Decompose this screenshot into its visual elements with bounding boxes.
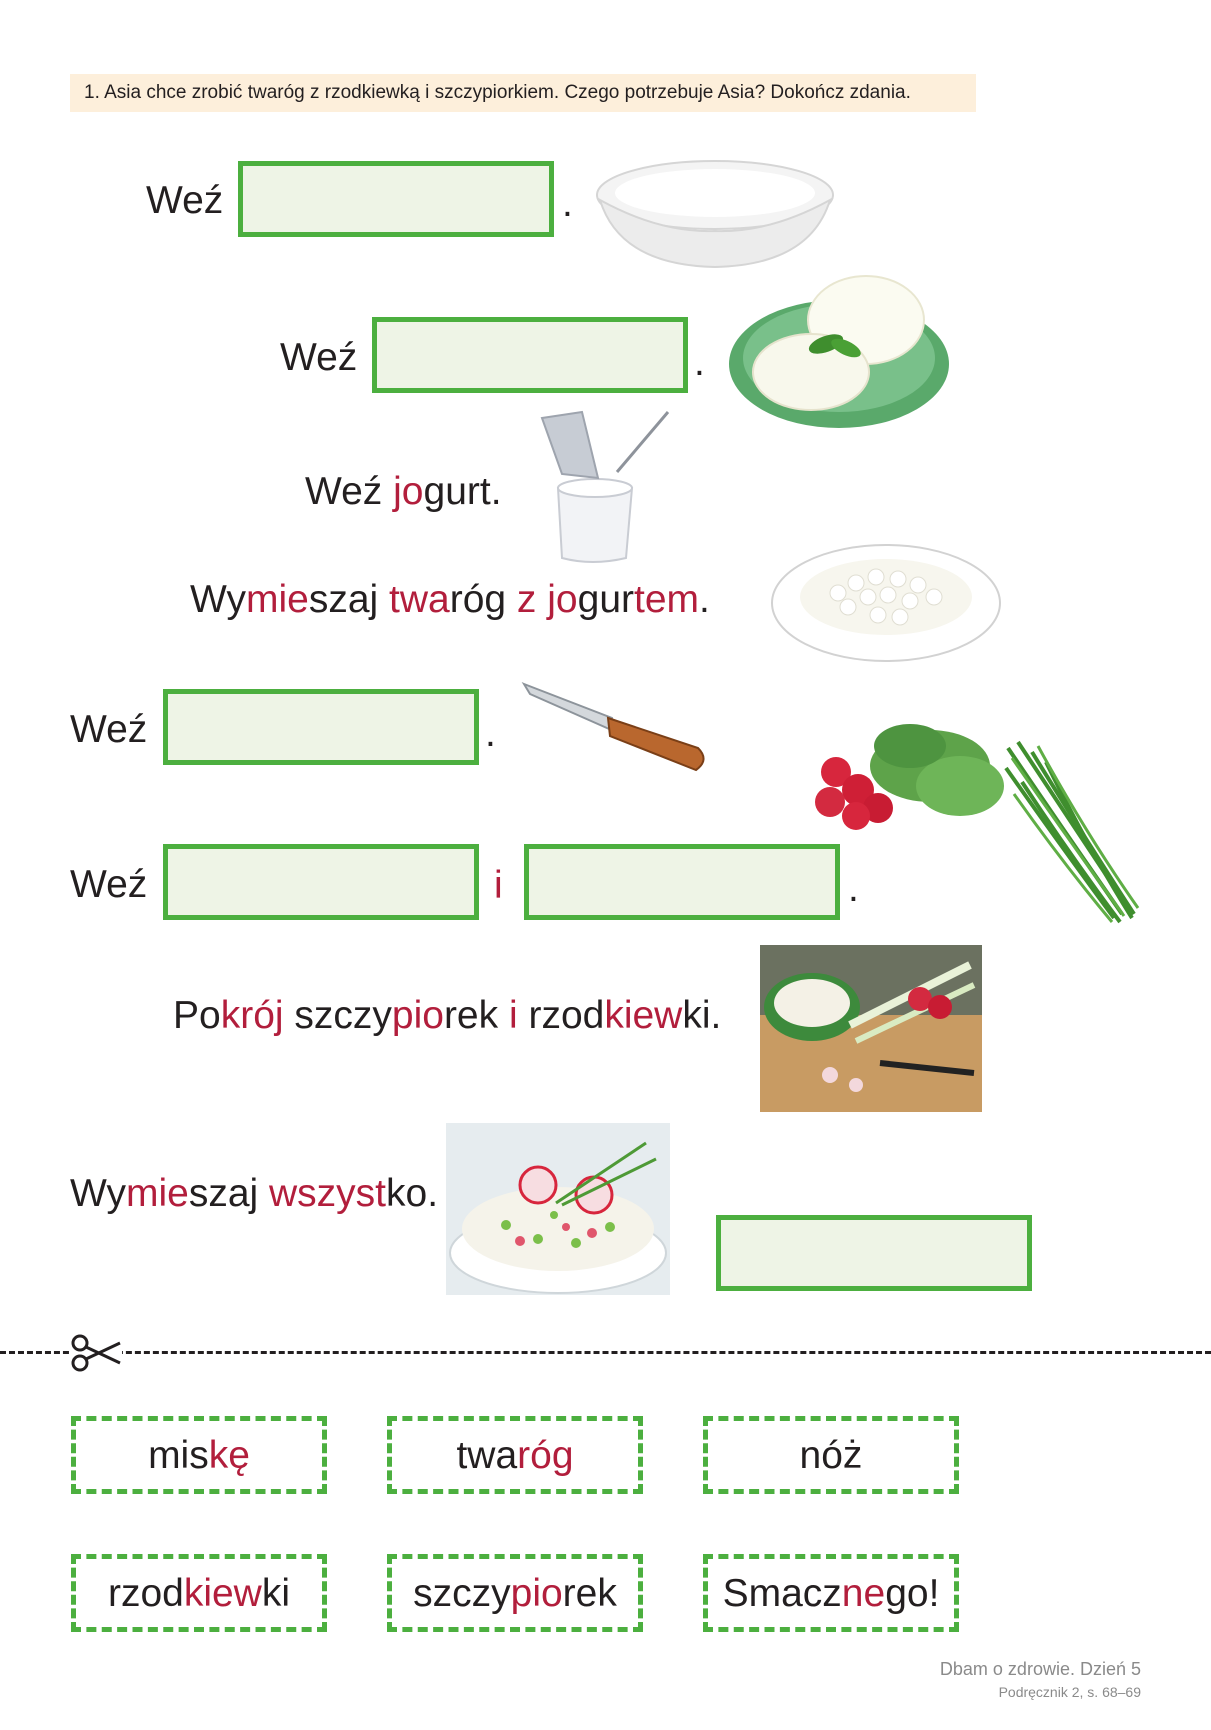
sentence-7: Pokrój szczypiorek i rzodkiewki. — [173, 996, 721, 1035]
word-card-part: kiew — [183, 1571, 262, 1615]
sentence-4-part: tem — [634, 578, 700, 621]
word-card-part: róg — [517, 1433, 574, 1477]
word-card-part: go! — [885, 1571, 940, 1615]
sentence-8-part: mie — [125, 1172, 189, 1215]
sentence-4-part: róg — [449, 578, 517, 621]
sentence-4-part: z — [516, 578, 548, 621]
word-card-part: pio — [510, 1571, 563, 1615]
word-card-part: szczy — [413, 1571, 511, 1615]
answer-box-2[interactable] — [372, 317, 688, 393]
footer-title: Dbam o zdrowie. Dzień 5 — [939, 1659, 1141, 1679]
sentence-8-part: szaj — [188, 1172, 270, 1215]
sentence-6-period: . — [848, 867, 859, 910]
cutting-board-image — [760, 945, 982, 1112]
sentence-8-part: ko. — [386, 1172, 439, 1215]
sentence-4-part: twa — [389, 578, 450, 621]
sentence-3-part: jo — [393, 470, 424, 513]
yogurt-image — [540, 410, 670, 563]
sentence-7-part: rek — [443, 994, 509, 1037]
word-card-part: Smacz — [722, 1571, 842, 1615]
sentence-3-part: Weź — [305, 470, 394, 513]
sentence-4-part: szaj — [308, 578, 390, 621]
word-card-part: rzod — [107, 1571, 184, 1615]
scissors-icon — [70, 1333, 122, 1373]
sentence-7-part: szczy — [283, 994, 392, 1037]
cottage-cheese-image — [771, 544, 1001, 662]
sentence-4-part: . — [699, 578, 710, 621]
word-card-part: ne — [841, 1571, 886, 1615]
instruction-bar: 1. Asia chce zrobić twaróg z rzodkiewką … — [70, 74, 976, 112]
knife-image — [521, 682, 705, 772]
word-card-part: rek — [562, 1571, 617, 1615]
sentence-7-part: kiew — [604, 994, 683, 1037]
sentence-3-part: gurt. — [423, 470, 502, 513]
answer-box-6[interactable] — [716, 1215, 1032, 1291]
word-card-part: twa — [456, 1433, 518, 1477]
answer-box-4[interactable] — [163, 844, 479, 920]
sentence-7-part: rzod — [517, 994, 605, 1037]
sentence-6-and: i — [494, 864, 503, 907]
sentence-4-part: jo — [547, 578, 578, 621]
cheese-image — [729, 275, 949, 428]
sentence-8: Wymieszaj wszystko. — [70, 1174, 438, 1213]
sentence-1-verb: Weź — [146, 179, 224, 222]
cut-line — [0, 1351, 1211, 1354]
sentence-7-part: i — [508, 994, 518, 1037]
sentence-4: Wymieszaj twaróg z jogurtem. — [190, 580, 710, 619]
sentence-7-part: ki. — [682, 994, 722, 1037]
word-card-part: nóż — [799, 1433, 863, 1477]
sentence-2-verb: Weź — [280, 336, 358, 379]
sentence-5-period: . — [485, 712, 496, 755]
word-card[interactable]: nóż — [703, 1416, 959, 1494]
sentence-7-part: pio — [391, 994, 444, 1037]
sentence-4-part: gur — [577, 578, 634, 621]
answer-box-3[interactable] — [163, 689, 479, 765]
sentence-8-part: Wy — [70, 1172, 126, 1215]
footer-reference: Podręcznik 2, s. 68–69 — [998, 1684, 1141, 1700]
sentence-7-part: Po — [173, 994, 221, 1037]
radish-image — [815, 724, 1004, 830]
answer-box-5[interactable] — [524, 844, 840, 920]
chives-image — [1004, 740, 1140, 924]
bowl-image — [596, 160, 834, 269]
sentence-5-verb: Weź — [70, 708, 148, 751]
word-card-part: mis — [148, 1433, 209, 1477]
answer-box-1[interactable] — [238, 161, 554, 237]
salad-image — [446, 1123, 670, 1295]
sentence-1-period: . — [562, 182, 573, 225]
instruction-text: 1. Asia chce zrobić twaróg z rzodkiewką … — [84, 82, 911, 103]
sentence-3: Weź jogurt. — [305, 472, 502, 511]
sentence-8-part: wszyst — [269, 1172, 387, 1215]
sentence-4-part: Wy — [190, 578, 246, 621]
word-card-part: kę — [208, 1433, 250, 1477]
sentence-2-period: . — [694, 341, 705, 384]
sentence-6-verb: Weź — [70, 863, 148, 906]
sentence-7-part: krój — [220, 994, 284, 1037]
sentence-4-part: mie — [245, 578, 309, 621]
word-card-part: ki — [261, 1571, 291, 1615]
